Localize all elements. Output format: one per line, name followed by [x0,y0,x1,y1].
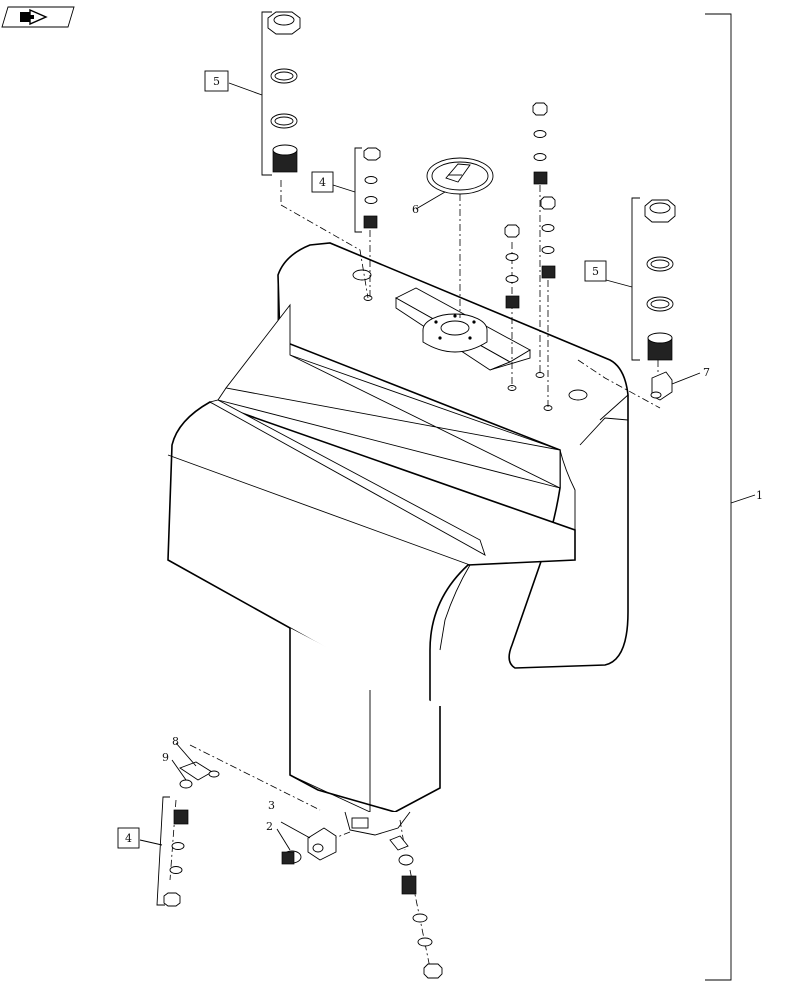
next-page-button[interactable] [1,6,75,28]
callout-7[interactable]: 7 [703,366,710,379]
callout-6[interactable]: 6 [412,203,419,216]
fitting-stack-4b [139,796,189,907]
svg-text:5: 5 [592,265,599,278]
fitting-stack-5b [605,197,676,361]
fitting-stack-5a [228,11,301,176]
callout-3[interactable]: 3 [268,799,275,812]
fitting-stack-4a [332,147,381,233]
filler-flange [395,287,531,371]
callout-box-5a[interactable]: 5 [204,70,229,92]
svg-text:4: 4 [319,176,326,189]
tank-body [167,242,629,836]
fitting-stack-bottom [389,835,443,979]
callout-2[interactable]: 2 [266,820,273,833]
callout-8[interactable]: 8 [172,735,179,748]
callout-1[interactable]: 1 [756,489,763,502]
callout-9[interactable]: 9 [162,751,169,764]
elbow-fitting [650,371,701,401]
callout-box-4a[interactable]: 4 [311,171,334,193]
drain-plug [276,828,302,865]
fitting-stack-center [504,102,556,309]
drain-fitting [280,821,337,861]
callout-box-5b[interactable]: 5 [584,260,607,282]
leader-6 [415,191,446,210]
filler-cap [426,157,494,195]
next-page-arrow-icon [20,8,48,26]
hose-fitting-8-9 [171,742,220,789]
callout-box-4b[interactable]: 4 [117,827,140,849]
assembly-bracket [705,13,756,981]
svg-text:5: 5 [213,75,220,88]
svg-text:4: 4 [125,832,132,845]
